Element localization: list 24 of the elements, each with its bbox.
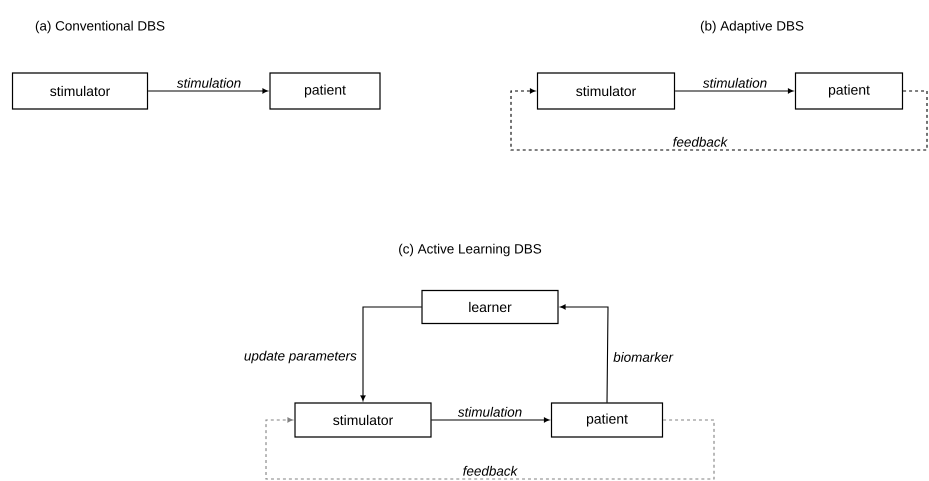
- process-box: patient: [550, 402, 664, 438]
- edge-label: update parameters: [244, 350, 356, 364]
- panel-title: (a) Conventional DBS: [36, 20, 164, 34]
- edge-label: feedback: [463, 466, 518, 476]
- edge-label: stimulation: [702, 78, 767, 88]
- process-box: stimulator: [294, 402, 432, 438]
- arrow: [432, 417, 550, 423]
- process-box: stimulator: [12, 72, 148, 110]
- process-box: patient: [794, 72, 904, 110]
- edge-label: stimulation: [458, 406, 522, 417]
- edge-label: stimulation: [176, 78, 241, 88]
- process-box: stimulator: [536, 72, 676, 110]
- process-box: learner: [421, 290, 559, 324]
- arrow: [360, 306, 422, 401]
- panel-title: (c) Active Learning DBS: [399, 244, 542, 256]
- edge-label: biomarker: [613, 352, 674, 362]
- arrow: [265, 417, 715, 480]
- panel-title: (b) Adaptive DBS: [700, 20, 804, 34]
- arrow: [510, 88, 928, 151]
- process-box: patient: [269, 72, 381, 110]
- arrow: [148, 88, 268, 94]
- edge-label: feedback: [673, 136, 728, 147]
- arrow: [560, 304, 609, 402]
- arrow: [675, 88, 794, 94]
